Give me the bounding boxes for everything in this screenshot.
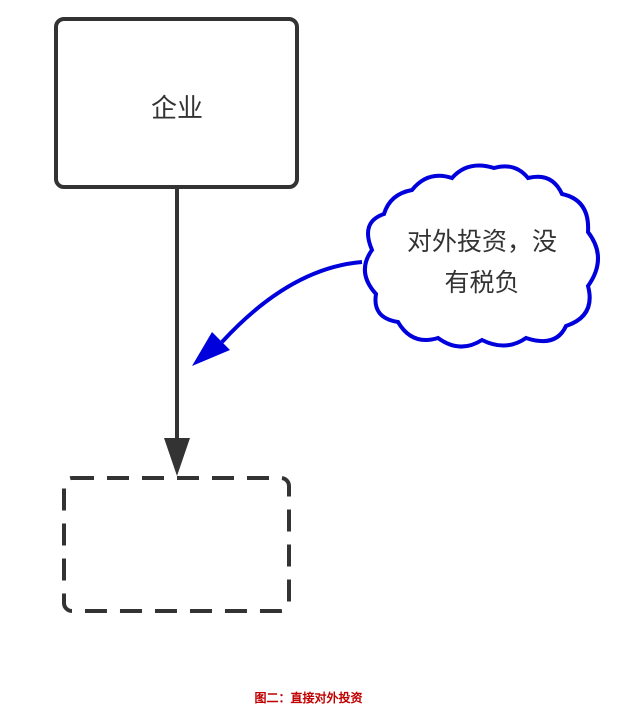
note-pointer-line: [220, 260, 363, 344]
enterprise-label: 企业: [151, 94, 203, 124]
note-pointer-arrowhead: [192, 332, 230, 366]
note-pointer-arrow: [192, 260, 363, 366]
investment-connector: [164, 188, 190, 476]
cloud-label-line2: 有税负: [444, 268, 519, 297]
target-dashed-box: [62, 476, 291, 613]
figure-caption: 图二：直接对外投资: [254, 691, 363, 705]
enterprise-node: 企业: [54, 17, 299, 189]
enterprise-box: [54, 17, 299, 189]
connector-arrowhead: [164, 438, 190, 476]
cloud-callout: 对外投资，没 有税负: [363, 163, 600, 349]
cloud-shape: [363, 163, 600, 349]
cloud-label-line1: 对外投资，没: [407, 227, 557, 256]
